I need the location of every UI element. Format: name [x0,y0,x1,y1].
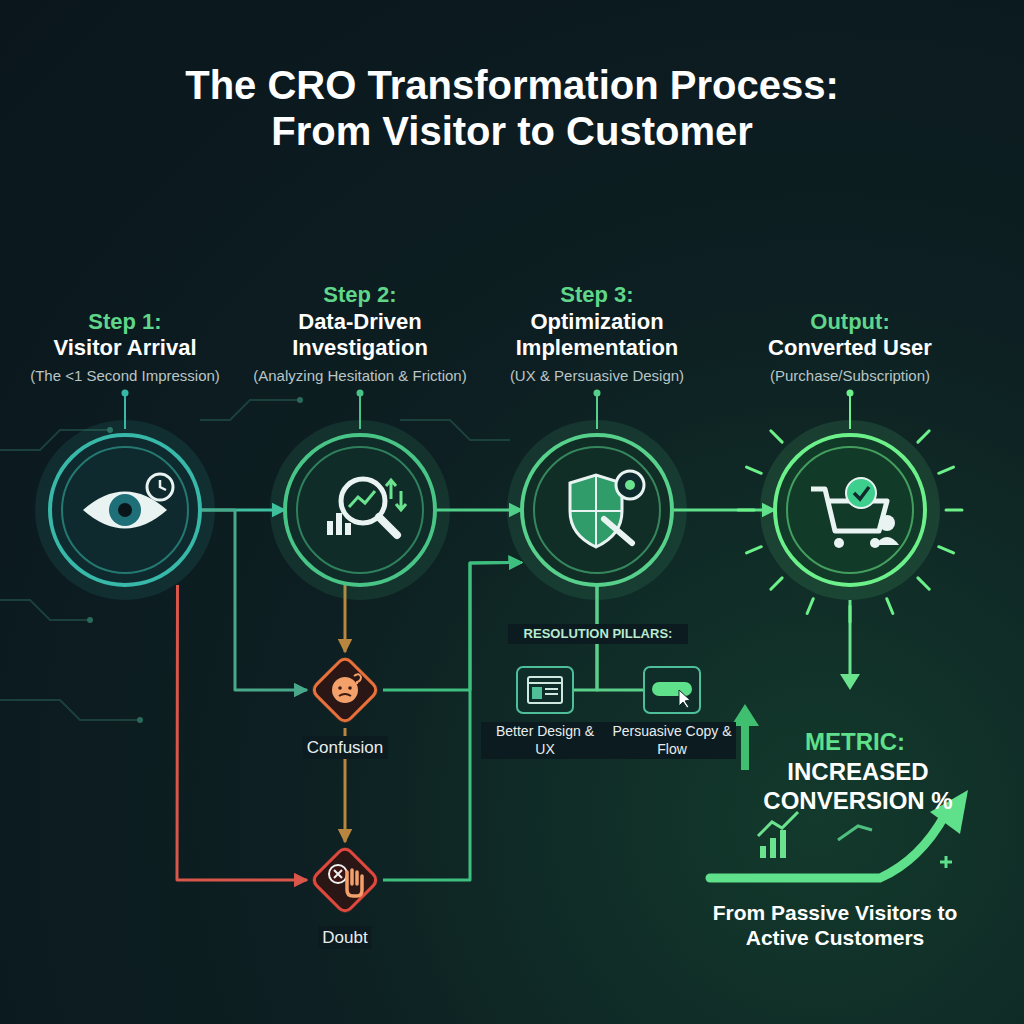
problem-label: Confusion [303,736,388,759]
circle-outline [50,435,200,585]
step-circle: Step 3:Optimization Implementation(UX & … [522,435,672,585]
chart-icon [758,812,872,858]
diamond-outline [307,652,383,728]
step-title: Visitor Arrival [15,335,235,361]
step-circle: Output:Converted User(Purchase/Subscript… [775,435,925,585]
pillar-outline [643,666,701,714]
title: The CRO Transformation Process: From Vis… [132,62,892,154]
circle-outline [775,435,925,585]
step-number: Step 3: [487,282,707,308]
pillar-outline [516,666,574,714]
step-heading: Step 1:Visitor Arrival (The <1 Second Imp… [15,309,235,385]
step-subtitle: (UX & Persuasive Design) [487,366,707,386]
circle-outline [285,435,435,585]
tagline: From Passive Visitors to Active Customer… [690,900,980,950]
pillar-label: Better Design & UX [481,722,609,759]
step-circle: Step 2:Data-Driven Investigation(Analyzi… [285,435,435,585]
step-title: Data-Driven Investigation [250,309,470,362]
metric-value: INCREASED CONVERSION % [758,758,958,816]
metric-label: METRIC: [760,728,950,757]
pillar-box: Persuasive Copy & Flow [643,666,701,714]
pillar-box: Better Design & UX [516,666,574,714]
problem-diamond: Confusion [307,652,383,728]
step-heading: Step 2:Data-Driven Investigation (Analyzi… [250,282,470,385]
step-circle: Step 1:Visitor Arrival(The <1 Second Imp… [50,435,200,585]
step-title: Converted User [740,335,960,361]
diamond-outline [307,842,383,918]
step-subtitle: (Analyzing Hesitation & Friction) [250,366,470,386]
flow-connector [672,509,775,512]
step-subtitle: (The <1 Second Impression) [15,366,235,386]
step-heading: Step 3:Optimization Implementation (UX & … [487,282,707,385]
section-label: RESOLUTION PILLARS: [508,624,688,644]
circle-outline [522,435,672,585]
step-number: Step 2: [250,282,470,308]
pillar-label: Persuasive Copy & Flow [608,722,736,759]
metric-arrow [840,600,860,690]
step-subtitle: (Purchase/Subscription) [740,366,960,386]
step-heading: Output:Converted User (Purchase/Subscript… [740,309,960,385]
flow-connector [177,585,307,880]
step-number: Step 1: [15,309,235,335]
step-title: Optimization Implementation [487,309,707,362]
step-number: Output: [740,309,960,335]
problem-label: Doubt [318,926,371,949]
problem-diamond: Doubt [307,842,383,918]
